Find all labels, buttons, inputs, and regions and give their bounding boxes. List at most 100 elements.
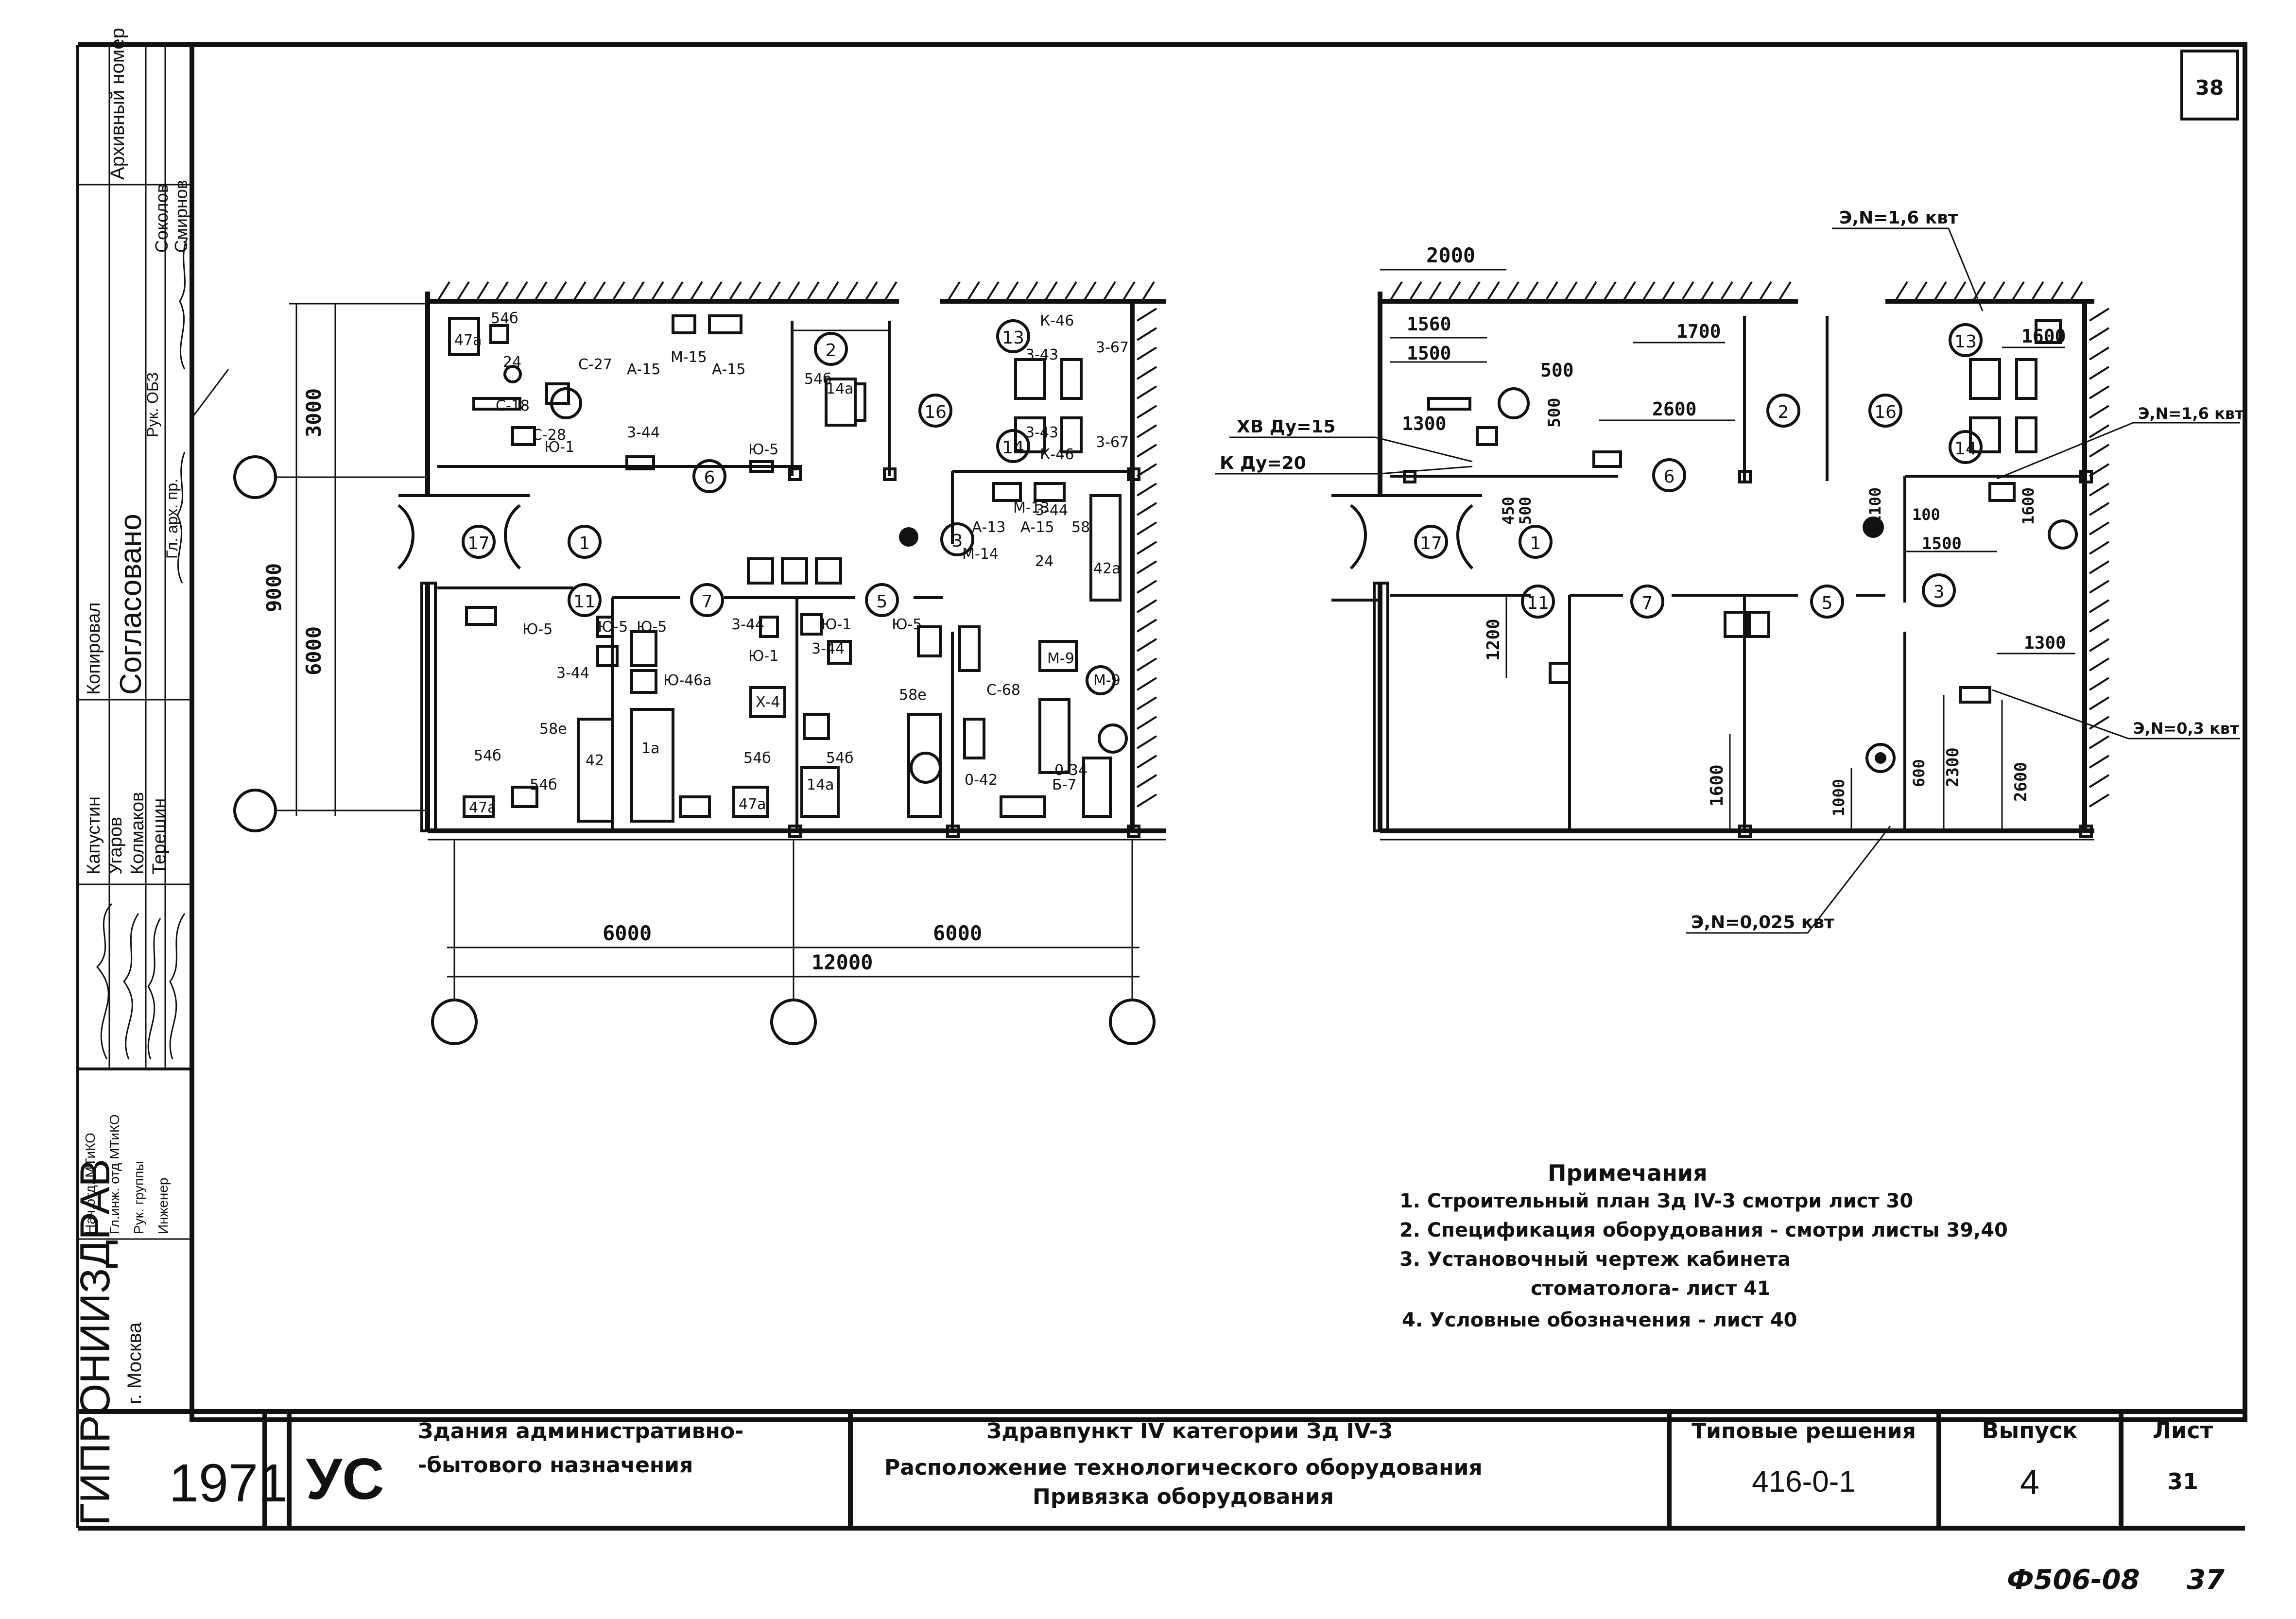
equip-label: К-46 [1040,312,1074,329]
equip-label: 24 [1035,553,1053,570]
room-5: 5 [1822,593,1833,613]
org-name: ГИПРОНИИЗДРАВ [72,1159,119,1526]
room-14: 14 [1954,439,1977,459]
note-1: 1. Строительный план Зд IV-3 смотри лист… [1399,1190,1913,1212]
equip-label: Ю-5 [522,621,552,638]
dim-9000: 9000 [262,563,286,612]
dim-1300-b: 1300 [2024,633,2066,653]
role-4: Инженер [155,1178,171,1235]
room-14: 14 [1002,438,1024,458]
equip-label: 42а [1093,560,1121,577]
equip-label: 0-42 [965,772,998,789]
gl-arh-label: Гл. арх. пр. [163,479,181,559]
equip-label: 54б [491,310,518,327]
equip-label: 54б [826,750,854,767]
dim-1500-b: 1500 [1922,534,1962,553]
signature-4 [169,913,186,1060]
equip-label: Б-7 [1052,776,1077,793]
issue-value: 4 [2020,1463,2039,1502]
equip-label: 54б [804,371,832,388]
grid-axis-1 [431,999,478,1045]
sheet-label: Лист [2153,1417,2213,1444]
equip-label: 1а [641,740,659,757]
signature-1 [96,903,113,1060]
smirnov-label: Смирнов [171,180,191,253]
dim-500-b: 500 [1545,398,1564,428]
role-3: Рук. группы [131,1161,146,1234]
footer-page: 37 [2187,1564,2225,1596]
dim-2300: 2300 [1943,747,1963,787]
equip-label: 3-44 [627,424,660,441]
equip-label: С-28 [532,427,566,444]
subject-line-2: Расположение технологического оборудован… [884,1455,1483,1480]
equip-label: Ю-5 [748,441,778,458]
room-16: 16 [1874,402,1897,422]
callout-power-4: Э,N=0,025 квт [1691,913,1834,932]
equip-label: М-9 [1093,672,1121,689]
series-mark: УС [306,1447,384,1512]
title-block: 1971 УС Здания административно- -бытовог… [169,1412,2213,1528]
grid-axis-3 [1109,999,1156,1045]
room-5: 5 [877,592,888,612]
sokolov-label: Соколов [152,184,172,253]
room-7: 7 [1642,593,1653,613]
equip-label: 54б [474,747,501,764]
dim-3000: 3000 [302,388,326,437]
equip-label: 3-67 [1096,434,1129,451]
dim-6000-a: 6000 [603,921,652,945]
callout-power-1: Э,N=1,6 квт [1839,208,1958,228]
room-6: 6 [1664,467,1675,487]
dim-6000-b: 6000 [933,921,982,945]
equip-label: А-15 [627,361,661,378]
dim-1100: 1100 [1866,487,1884,525]
note-3: 3. Установочный чертеж кабинета [1399,1248,1791,1271]
dim-1600-a: 1600 [2021,326,2066,347]
signature-2 [123,913,139,1060]
equip-label: Ю-5 [892,616,922,633]
equip-label: Ю-46а [663,672,712,689]
equip-label: Ю-5 [637,619,667,636]
dim-1700: 1700 [1676,321,1721,342]
sheet-badge-box [2180,50,2239,121]
note-3-cont: стоматолога- лист 41 [1531,1277,1771,1300]
equip-label: С-27 [578,356,612,373]
dim-600: 600 [1910,759,1928,787]
year: 1971 [169,1453,288,1513]
left-equipment-labels: 54б 47а 24 С-27 А-15 М-15 А-15 С-18 С-28… [454,310,1129,816]
dim-2600-b: 2600 [2011,762,2031,802]
note-4: 4. Условные обозначения - лист 40 [1402,1309,1797,1331]
equip-label: 3-44 [731,616,764,633]
callout-cold-water: ХВ Ду=15 [1237,417,1336,437]
equip-label: А-13 [972,519,1006,536]
grid-axis-a [233,455,277,499]
dim-1600-b: 1600 [2019,487,2037,525]
equip-label: С-68 [986,682,1020,699]
equip-label: Ю-1 [748,648,778,665]
equip-label: М-14 [962,546,999,563]
dim-1200: 1200 [1484,619,1503,661]
left-right-wall [1130,301,1157,828]
room-2: 2 [1778,402,1789,422]
sheet-frame [190,42,2247,1422]
equip-label: 54б [743,750,771,767]
footer-code: Ф506-08 [2007,1564,2140,1596]
grid-axis-2 [770,999,817,1045]
equip-label: 14а [826,380,854,397]
equip-label: Ю-1 [821,616,851,633]
typical-value: 416-0-1 [1752,1465,1856,1498]
note-2: 2. Спецификация оборудования - смотри ли… [1399,1219,2008,1241]
equip-label: 47а [454,332,482,349]
equip-label: 3-67 [1096,339,1129,356]
room-17: 17 [1420,534,1442,553]
grid-axis-b [233,789,277,832]
equip-label: Ю-1 [544,439,574,456]
dim-1300: 1300 [1402,413,1447,434]
equip-label: 14а [807,776,834,793]
equip-label: 58е [899,687,927,704]
building-type-2: -бытового назначения [418,1453,693,1478]
dim-450: 450 [1499,497,1518,525]
equip-label: С-18 [496,397,530,414]
callout-power-3: Э,N=0,3 квт [2133,719,2239,738]
equip-label: М-15 [671,349,707,366]
